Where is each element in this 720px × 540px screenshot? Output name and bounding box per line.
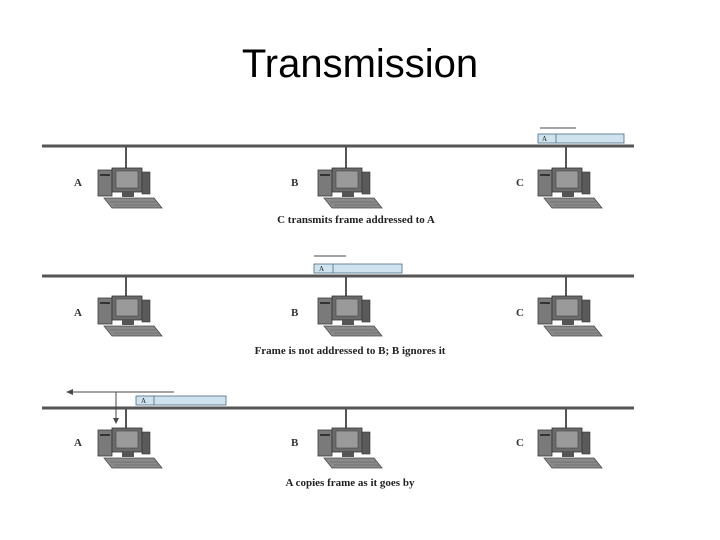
panel-caption: C transmits frame addressed to A [277,214,435,226]
frame-address: A [319,265,324,273]
station-label-c: C [516,437,524,449]
panel-1: A B C A C transmits frame addressed to A [42,127,634,226]
station-label-a: A [74,437,82,449]
computer-b-icon [317,167,383,209]
station-label-c: C [516,307,524,319]
frame-box [537,133,625,144]
panel-3: A B C A A copies frame as it goes by [42,389,634,489]
station-label-a: A [74,307,82,319]
station-label-b: B [291,307,299,319]
station-label-c: C [516,177,524,189]
panel-2: A B C A Frame is not addressed to B; B i… [42,255,634,357]
diagram-svg: A B C A C transmits frame addressed to A… [42,127,634,489]
computer-c-icon [537,295,603,337]
computer-c-icon [537,167,603,209]
computer-c-icon [537,427,603,469]
computer-a-icon [97,295,163,337]
computer-b-icon [317,295,383,337]
computer-a-icon [97,427,163,469]
frame-box [313,263,403,274]
panel-caption: Frame is not addressed to B; B ignores i… [255,345,446,357]
panel-caption: A copies frame as it goes by [286,477,415,489]
copy-arrow [115,391,120,420]
computer-a-icon [97,167,163,209]
slide-title: Transmission [241,42,479,86]
frame-box [135,395,227,406]
station-label-b: B [291,177,299,189]
bus-transmission-diagram: A B C A C transmits frame addressed to A… [36,116,648,496]
station-label-b: B [291,437,299,449]
frame-packet: A [537,127,625,144]
frame-packet: A [66,389,227,424]
computer-b-icon [317,427,383,469]
frame-address: A [141,397,146,405]
frame-address: A [542,135,547,143]
frame-packet: A [313,255,403,274]
station-label-a: A [74,177,82,189]
